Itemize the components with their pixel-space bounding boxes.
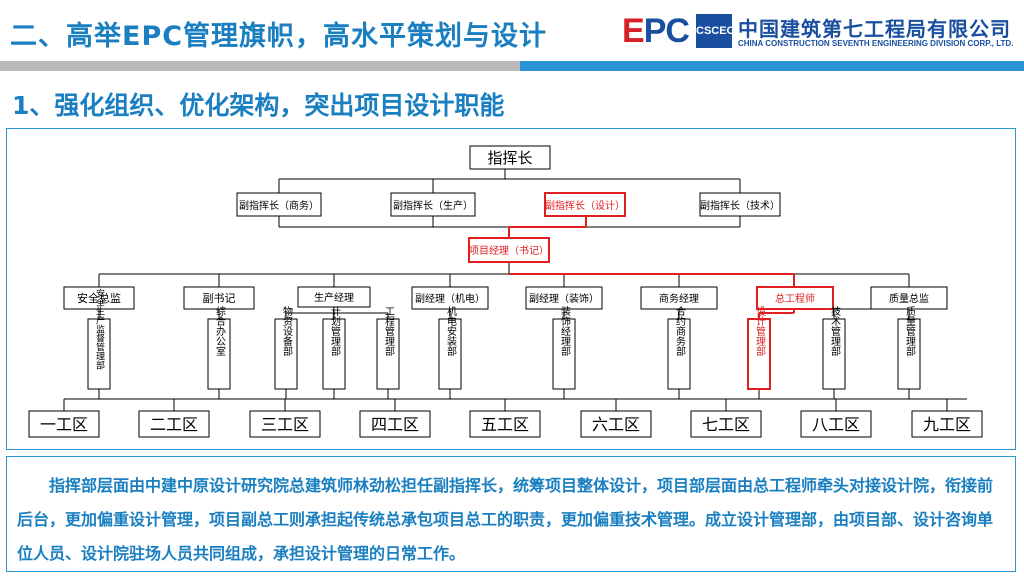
description-box: 指挥部层面由中建中原设计研究院总建筑师林劲松担任副指挥长，统筹项目整体设计，项目…	[6, 456, 1016, 572]
svg-text:质量总监: 质量总监	[889, 292, 929, 305]
svg-text:副经理（机电）: 副经理（机电）	[415, 292, 485, 305]
header-divider-gray	[0, 61, 520, 71]
zone-box: 九工区	[911, 410, 983, 438]
svg-text:三工区: 三工区	[261, 415, 309, 434]
deputy-commander-box: 副指挥长（商务）	[236, 192, 322, 217]
role-box: 安全总监	[63, 286, 135, 310]
svg-text:二工区: 二工区	[150, 415, 198, 434]
role-box: 副书记	[183, 286, 255, 310]
deputy-commander-design-box: 副指挥长（设计）	[544, 192, 626, 217]
svg-text:副书记: 副书记	[203, 292, 236, 305]
company-name-cn: 中国建筑第七工程局有限公司	[738, 17, 1011, 41]
zone-box: 五工区	[469, 410, 541, 438]
zone-box: 七工区	[690, 410, 762, 438]
svg-text:四工区: 四工区	[371, 415, 419, 434]
svg-text:一工区: 一工区	[40, 415, 88, 434]
zone-box: 四工区	[359, 410, 431, 438]
deputy-commander-box: 副指挥长（生产）	[390, 192, 476, 217]
department-box: 合约商务部	[667, 305, 691, 390]
zone-box: 六工区	[580, 410, 652, 438]
department-box: 机电安装部	[438, 305, 462, 390]
department-box: 安全生产监督管理部	[87, 287, 111, 390]
svg-text:九工区: 九工区	[923, 415, 971, 434]
svg-text:计划管理部: 计划管理部	[329, 305, 341, 357]
svg-text:总工程师: 总工程师	[775, 292, 815, 305]
epc-logo: EPC	[622, 12, 690, 50]
svg-text:五工区: 五工区	[481, 415, 529, 434]
svg-text:工程管理部: 工程管理部	[383, 306, 395, 357]
svg-text:副指挥长（技术）: 副指挥长（技术）	[700, 199, 780, 212]
svg-text:副指挥长（商务）: 副指挥长（商务）	[239, 199, 319, 212]
role-box: 质量总监	[870, 286, 948, 310]
svg-text:机电安装部: 机电安装部	[445, 305, 457, 357]
project-manager-box: 项目经理（书记）	[468, 237, 550, 263]
design-management-box: 设计管理部	[747, 306, 771, 390]
department-box: 物资设备部	[274, 305, 298, 390]
role-box: 生产经理	[297, 286, 371, 308]
description-text: 指挥部层面由中建中原设计研究院总建筑师林劲松担任副指挥长，统筹项目整体设计，项目…	[17, 476, 994, 563]
svg-text:综合办公室: 综合办公室	[214, 305, 226, 356]
deputy-commander-box: 副指挥长（技术）	[699, 192, 781, 217]
zone-box: 一工区	[28, 410, 100, 438]
svg-text:物资设备部: 物资设备部	[281, 305, 293, 357]
svg-text:七工区: 七工区	[702, 415, 750, 434]
department-box: 综合办公室	[207, 305, 231, 390]
svg-text:装饰经理部: 装饰经理部	[559, 305, 571, 357]
svg-text:项目经理（书记）: 项目经理（书记）	[469, 244, 549, 257]
header-divider-blue	[520, 61, 1024, 71]
department-box: 装饰经理部	[552, 305, 576, 390]
zone-box: 二工区	[138, 410, 210, 438]
department-box: 质量管理部	[897, 306, 921, 390]
svg-text:生产经理: 生产经理	[314, 291, 354, 304]
page-title: 二、高举EPC管理旗帜，高水平策划与设计	[10, 21, 548, 52]
svg-text:技术管理部: 技术管理部	[829, 305, 841, 357]
chief-engineer-box: 总工程师	[756, 286, 834, 310]
zone-box: 三工区	[249, 410, 321, 438]
section-subtitle: 1、强化组织、优化架构，突出项目设计职能	[12, 91, 505, 120]
cscec-logo-icon: CSCEC	[696, 14, 735, 48]
department-box: 工程管理部	[376, 306, 400, 390]
svg-text:副经理（装饰）: 副经理（装饰）	[529, 292, 599, 305]
company-name-en: CHINA CONSTRUCTION SEVENTH ENGINEERING D…	[738, 39, 1014, 48]
svg-text:八工区: 八工区	[812, 415, 860, 434]
department-box: 技术管理部	[822, 305, 846, 390]
role-box: 副经理（装饰）	[525, 286, 603, 310]
company-logo: EPC CSCEC 中国建筑第七工程局有限公司 CHINA CONSTRUCTI…	[622, 10, 1022, 54]
svg-text:副指挥长（设计）: 副指挥长（设计）	[545, 199, 625, 212]
svg-text:合约商务部: 合约商务部	[674, 305, 686, 357]
department-box: 计划管理部	[322, 305, 346, 390]
svg-text:质量管理部: 质量管理部	[904, 306, 916, 357]
svg-text:设计管理部: 设计管理部	[754, 306, 766, 357]
role-box: 商务经理	[640, 286, 718, 310]
org-chart: 指挥长 副指挥长（商务） 副指挥长（生产） 副指挥长（设计） 副指挥长（技术） …	[28, 145, 983, 438]
svg-text:指挥长: 指挥长	[487, 149, 532, 167]
org-chart-frame: 指挥长 副指挥长（商务） 副指挥长（生产） 副指挥长（设计） 副指挥长（技术） …	[6, 128, 1016, 450]
svg-text:安全总监: 安全总监	[77, 291, 121, 305]
svg-text:安全生产监督管理部: 安全生产监督管理部	[94, 287, 105, 370]
commander-box: 指挥长	[469, 145, 551, 170]
svg-text:副指挥长（生产）: 副指挥长（生产）	[393, 199, 473, 212]
role-box: 副经理（机电）	[411, 286, 489, 310]
zone-box: 八工区	[800, 410, 872, 438]
svg-text:六工区: 六工区	[592, 415, 640, 434]
svg-text:商务经理: 商务经理	[659, 292, 699, 305]
